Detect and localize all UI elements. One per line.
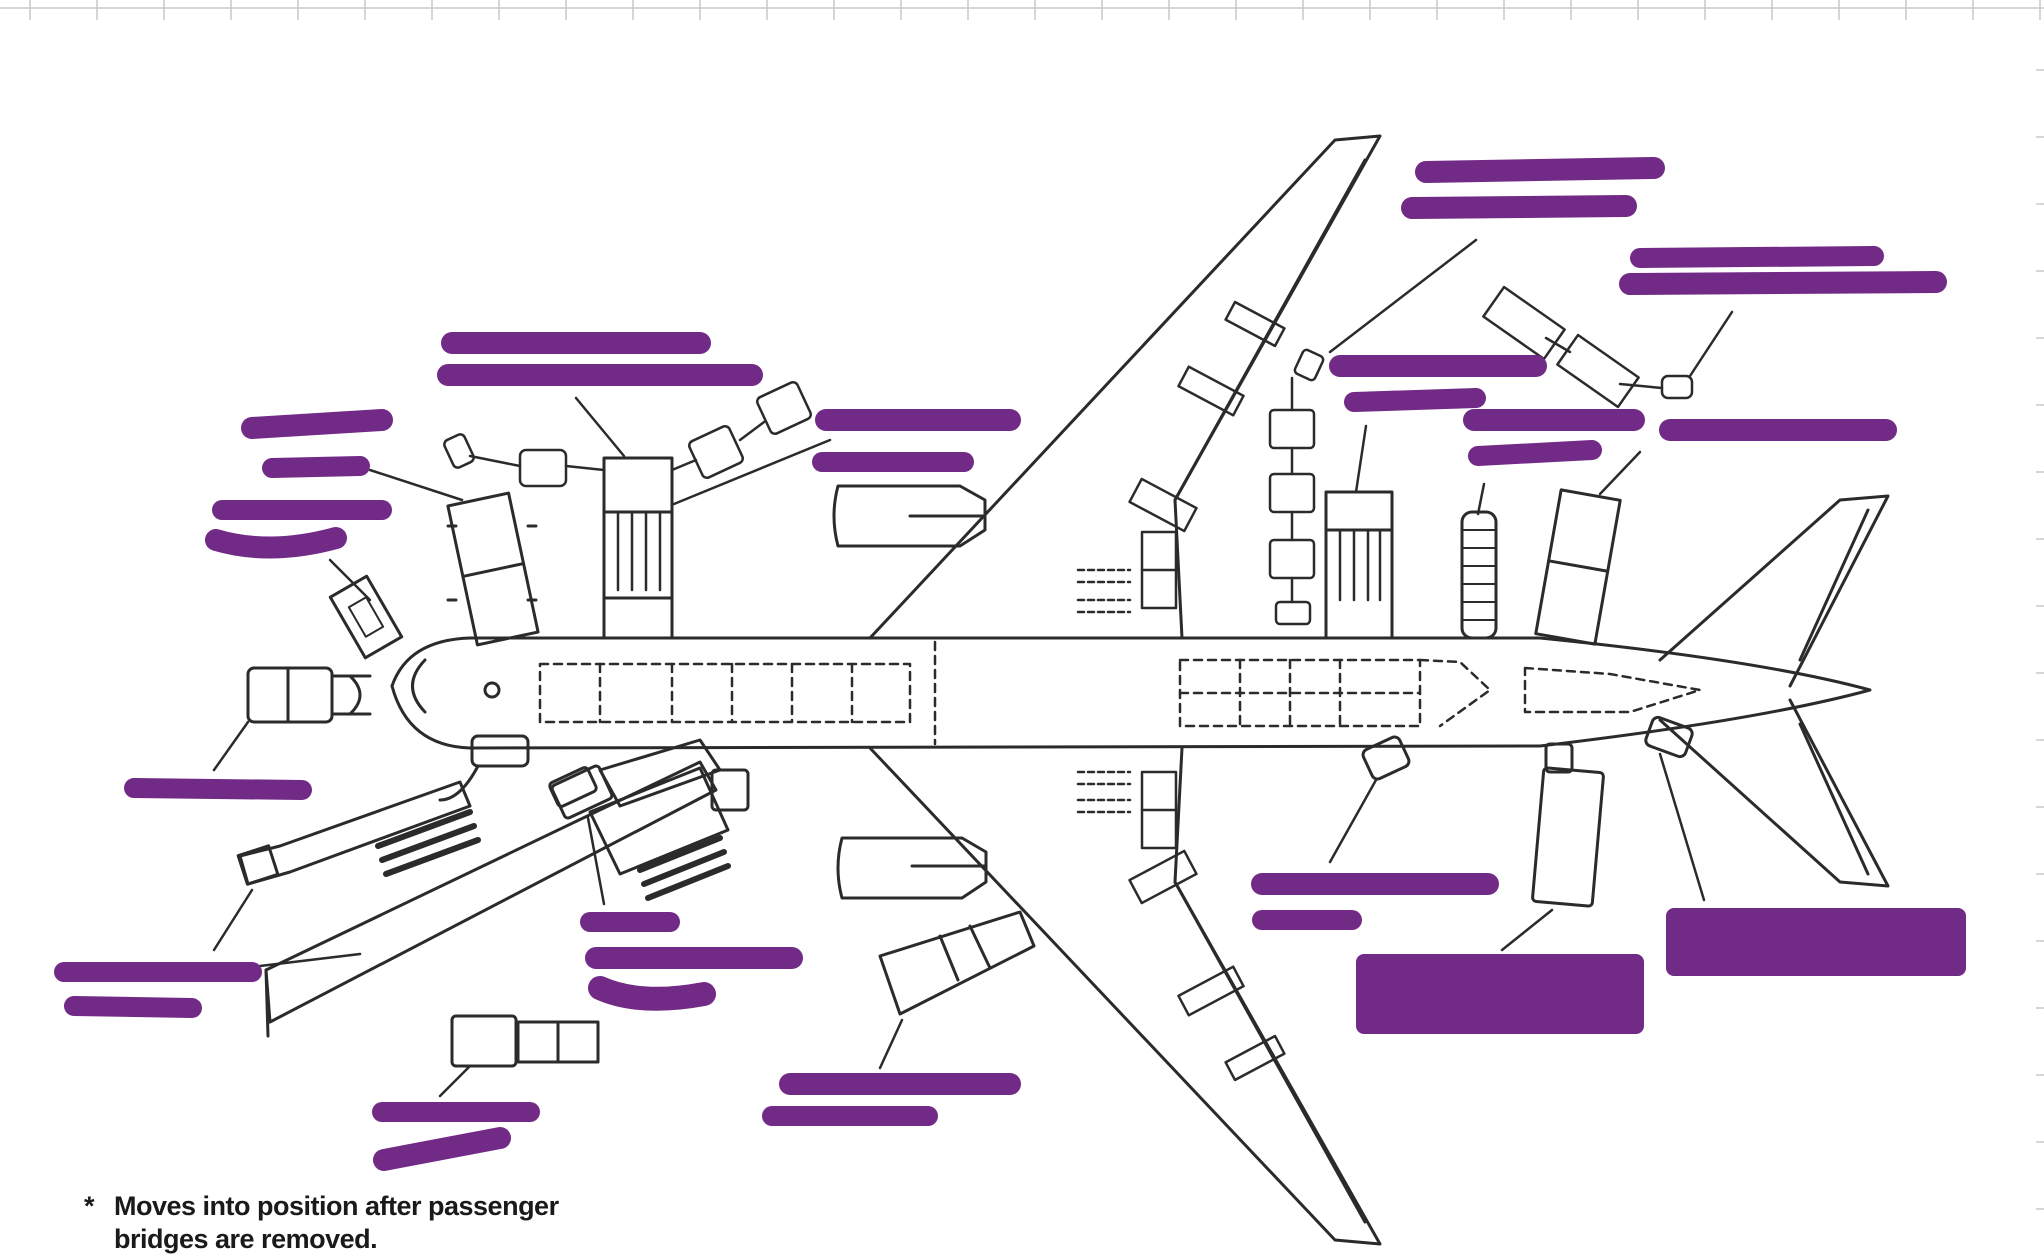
forward-lower-belt-loader [236,780,481,886]
bulk-cargo-conveyor [1460,510,1498,640]
forward-dolly-train [443,380,812,488]
cockpit-window-arc [411,658,427,714]
footnote-line-1: Moves into position after passenger [114,1191,559,1221]
tail-service-cart [1644,715,1694,759]
redacted-label [1619,271,1947,295]
redacted-label [205,527,347,559]
footnote-line-2: bridges are removed. [114,1224,378,1254]
aft-dolly-train [1268,348,1325,626]
footnote: * Moves into position after passenger bri… [84,1190,784,1256]
redacted-label [64,996,202,1018]
redacted-label [1630,246,1884,268]
redacted-label [373,1127,511,1171]
redacted-label [1415,157,1665,183]
upper-stabilizer-line [1798,508,1870,662]
redacted-label [1468,440,1602,466]
aft-cargo-loader [1324,490,1394,640]
forward-lower-cargo-loader [550,738,731,901]
fuselage-outline [390,636,1872,750]
redacted-label [241,409,393,439]
lower-wing-flap-line [1173,880,1367,1224]
lower-fuel-hydrant-cart [1076,770,1178,850]
tow-tractor [246,666,372,724]
galley-truck-forward [446,491,540,647]
redacted-label [588,976,716,1011]
upper-fuel-hydrant-cart [1076,530,1178,614]
nose-gear-mark [483,681,501,699]
redacted-label [1401,195,1637,219]
lower-wing-flaps [1128,849,1286,1082]
aft-cargo-hold [1178,658,1702,728]
forward-cargo-loader [602,456,674,640]
redacted-label [1344,388,1486,412]
upper-wing [868,134,1382,640]
leader-lines [212,238,1734,1098]
forward-cargo-hold [538,640,937,746]
lower-stabilizer [1658,698,1890,888]
lower-stabilizer-line [1798,722,1870,876]
aft-lower-truck [1531,742,1605,908]
lower-wing-service-cart [878,910,1036,1016]
redacted-box [1356,954,1644,1034]
aft-galley-truck [1534,488,1622,646]
catering-truck-lower [450,1014,600,1068]
upper-wing-flaps [1128,300,1286,533]
aft-upper-dolly-pair [1482,285,1694,409]
air-start-cart [438,734,530,802]
upper-wing-flap-line [1173,158,1367,502]
redacted-box [1666,908,1966,976]
footnote-marker: * [84,1191,95,1221]
redacted-label [262,456,370,478]
top-ruler [0,0,2044,20]
upper-stabilizer [1658,494,1890,688]
redacted-label [124,778,312,800]
potable-water-cart [1361,735,1411,781]
lavatory-truck [328,574,404,660]
lower-wing [868,746,1382,1246]
passenger-bridge [264,760,750,1038]
